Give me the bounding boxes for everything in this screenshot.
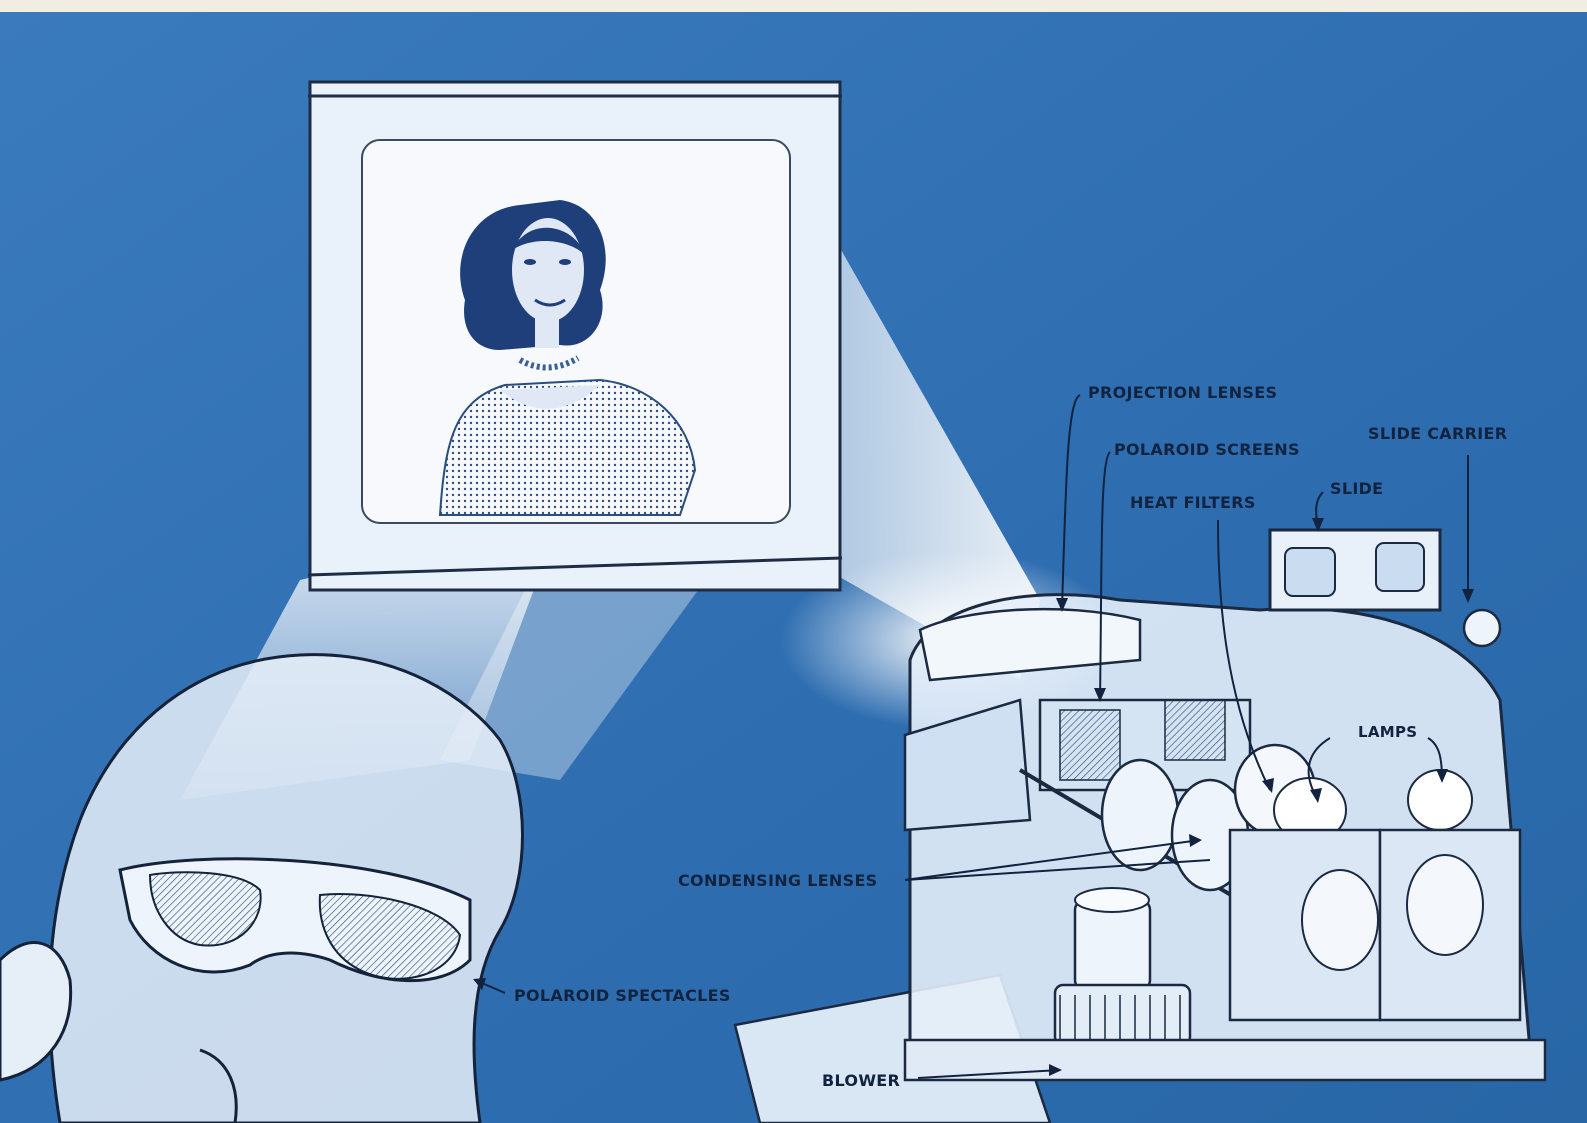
label-lamps: LAMPS bbox=[1358, 723, 1417, 741]
label-polaroid-spectacles: POLAROID SPECTACLES bbox=[514, 987, 731, 1005]
label-slide-carrier: SLIDE CARRIER bbox=[1368, 425, 1507, 443]
label-blower: BLOWER bbox=[822, 1072, 900, 1090]
label-heat-filters: HEAT FILTERS bbox=[1130, 494, 1256, 512]
label-projection-lenses: PROJECTION LENSES bbox=[1088, 384, 1277, 402]
label-condensing-lenses: CONDENSING LENSES bbox=[678, 872, 878, 890]
label-slide: SLIDE bbox=[1330, 480, 1383, 498]
top-paper-edge bbox=[0, 0, 1587, 12]
label-polaroid-screens: POLAROID SCREENS bbox=[1114, 441, 1300, 459]
